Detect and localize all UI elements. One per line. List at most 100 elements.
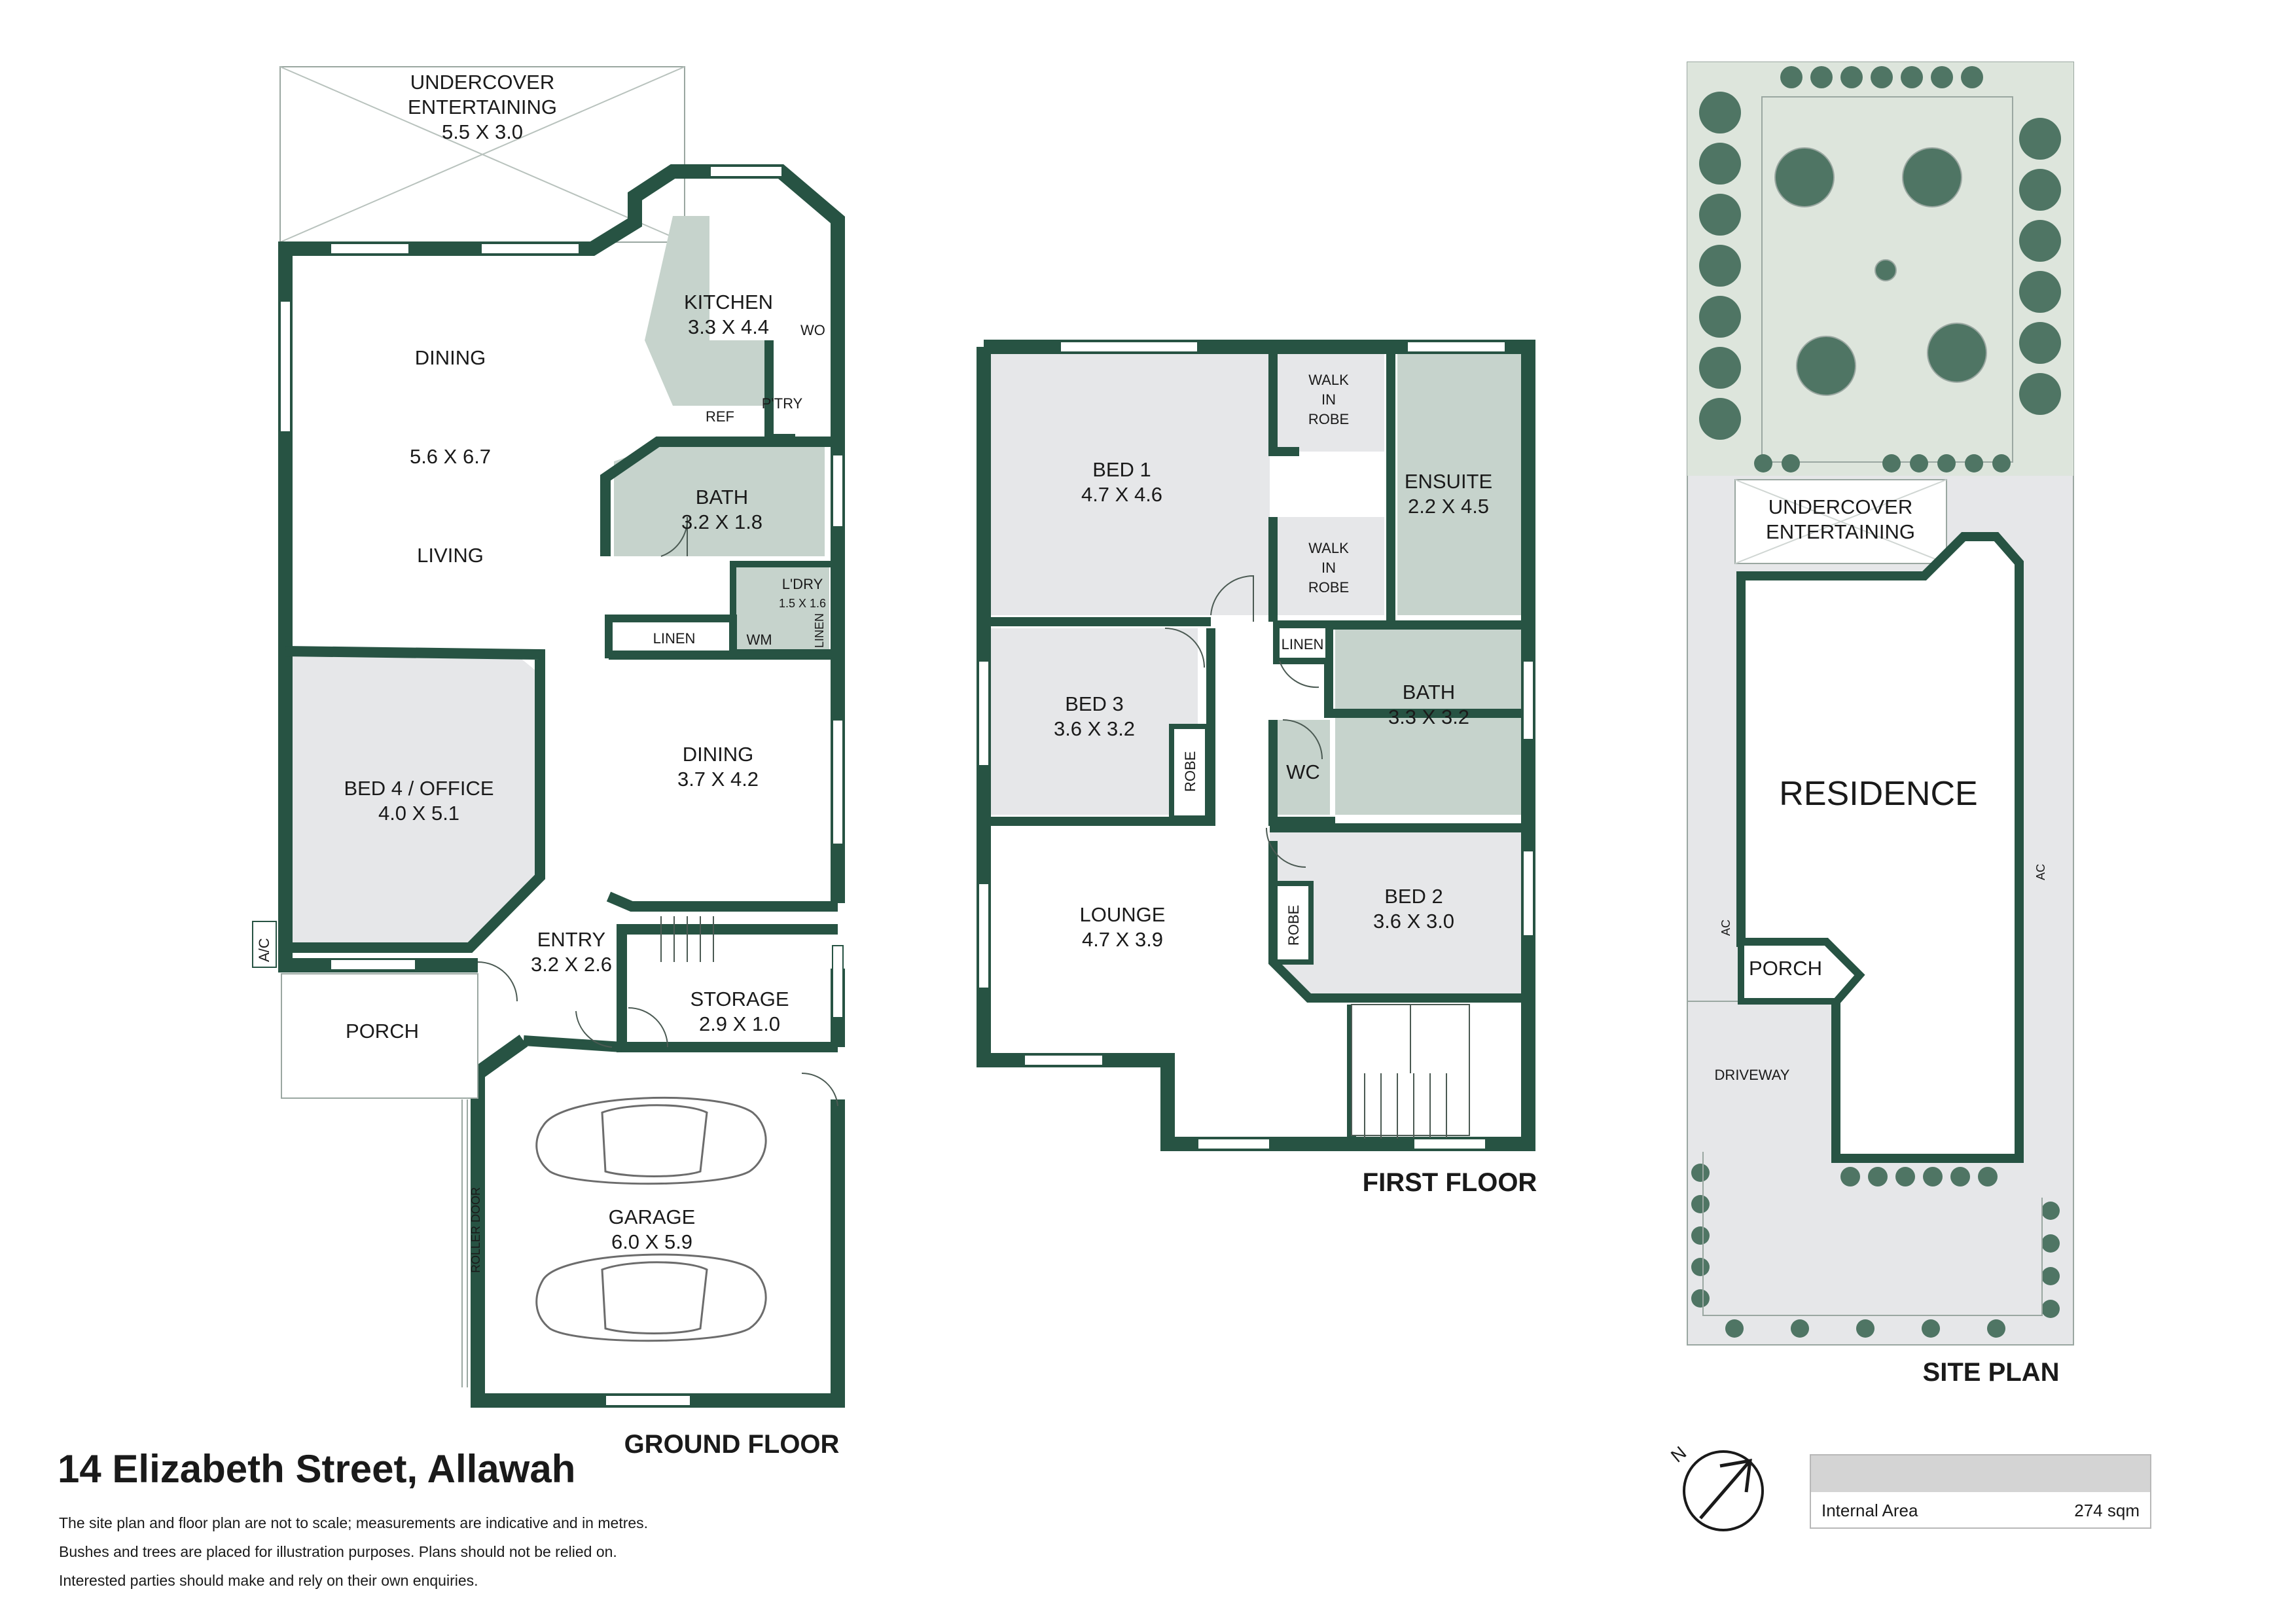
bush [1791,1319,1809,1338]
door-swing [660,516,689,557]
entry-label: ENTRY [537,928,606,951]
bush [2019,271,2061,313]
bush [2019,322,2061,364]
bush [1840,1167,1860,1186]
window [480,243,580,255]
bush [2041,1202,2060,1220]
site-plan: UNDERCOVER ENTERTAINING RESIDENCE PORCH … [1687,62,2074,1387]
bush [1810,66,1833,88]
ac-label: A/C [256,938,272,962]
disclaimer-line: Bushes and trees are placed for illustra… [59,1543,617,1560]
compass-north-label: N [1667,1442,1690,1467]
window [1522,850,1534,936]
bush [1931,66,1953,88]
ensuite-floor [1397,353,1522,615]
bath-size: 3.2 X 1.8 [681,510,762,533]
entry-size: 3.2 X 2.6 [531,953,612,976]
kitchen-label: KITCHEN [684,291,773,313]
roller-door-label: ROLLER DOOR [469,1187,482,1273]
bed4-label: BED 4 / OFFICE [344,777,493,800]
bush [1856,1319,1874,1338]
ensuite-size: 2.2 X 4.5 [1408,495,1489,518]
walkin-robe-label: ROBE [1308,579,1349,596]
windows [978,341,1534,1150]
bush [2019,118,2061,160]
bush [1699,296,1741,338]
kitchen-divider [764,340,795,443]
laundry-label: L'DRY [782,576,823,592]
door-swing [628,1007,668,1048]
bush [1691,1226,1710,1245]
car-outline [535,1096,767,1185]
bush [1699,398,1741,440]
doors [477,516,838,1107]
stair-treads [1364,1005,1447,1139]
bush [1961,66,1983,88]
kitchen-size: 3.3 X 4.4 [688,315,769,338]
bush [2041,1267,2060,1285]
bush [1895,1167,1915,1186]
trees [1774,147,1987,396]
laundry-wall [730,561,838,656]
bush [1910,454,1928,473]
dining-label: DINING [415,346,486,369]
window [1407,341,1506,353]
bed1-floor [988,353,1270,615]
porch-label: PORCH [346,1020,419,1043]
disclaimer-line: The site plan and floor plan are not to … [59,1514,649,1531]
interior-wall [285,646,545,953]
first-floor-heading: FIRST FLOOR [1363,1168,1537,1197]
window [832,454,844,527]
bush [1965,454,1983,473]
bath-label: BATH [696,486,748,508]
bush [2019,169,2061,211]
washing-machine-label: WM [746,632,772,648]
bush [1840,66,1863,88]
bed4-size: 4.0 X 5.1 [378,802,459,825]
wc-label: WC [1286,760,1320,783]
disclaimer-notes: The site plan and floor plan are not to … [59,1508,648,1595]
door-swing [1266,827,1306,868]
window [605,1395,691,1406]
site-undercover-label: ENTERTAINING [1766,520,1915,543]
tree [1774,147,1835,207]
bush [1691,1258,1710,1276]
walkin1-floor [1276,353,1384,452]
porch-site [1738,939,1863,1005]
bath-walls [600,437,838,556]
site-plan-heading: SITE PLAN [1923,1358,2060,1387]
undercover-cross-line [1734,479,1947,564]
bed3-size: 3.6 X 3.2 [1054,717,1135,740]
driveway-edge [1702,1152,2043,1316]
bush [1978,1167,1998,1186]
bed2-floor [1270,825,1522,995]
walkin-robe-label: IN [1321,391,1336,408]
dining-living-size: 5.6 X 6.7 [410,445,491,468]
ensuite-label: ENSUITE [1405,470,1492,493]
driveway-label: DRIVEWAY [1715,1067,1790,1083]
disclaimer-line: Interested parties should make and rely … [59,1572,478,1589]
door-swing [1164,628,1205,668]
garage-walls [471,1035,845,1408]
bath-floor [1335,628,1522,815]
window [1060,341,1198,353]
storage-size: 2.9 X 1.0 [699,1012,780,1035]
tree [1874,259,1897,281]
walkin-robe-label: WALK [1308,540,1349,556]
internal-area-value: 274 sqm [2074,1500,2140,1520]
property-address: 14 Elizabeth Street, Allawah [58,1447,576,1491]
door-swing [477,961,518,1002]
north-compass: N [1667,1442,1764,1531]
tree [1927,323,1987,383]
site-undercover-label: UNDERCOVER [1768,495,1912,518]
window [330,959,416,971]
internal-area-table: Internal Area 274 sqm [1810,1454,2151,1529]
bed2-robe-label: ROBE [1285,905,1302,946]
tree [1796,336,1856,396]
window [978,883,990,989]
window [832,719,844,845]
bush [1699,143,1741,185]
door-swing [575,1010,613,1048]
linen-label: LINEN [1282,636,1324,652]
